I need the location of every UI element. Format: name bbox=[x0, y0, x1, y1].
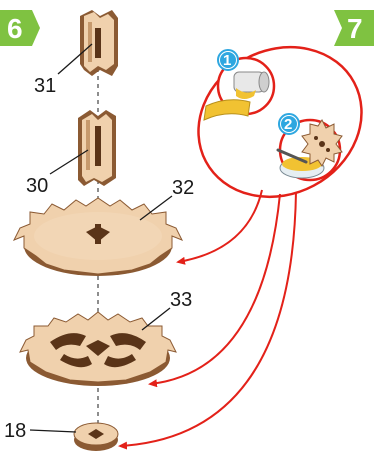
label-part-31: 31 bbox=[34, 75, 56, 97]
callout-marker-1: 1 bbox=[218, 50, 238, 70]
part-18-ring bbox=[74, 423, 118, 451]
arrow-to-part-32 bbox=[178, 190, 262, 262]
part-31-block bbox=[80, 10, 118, 76]
label-part-33: 33 bbox=[170, 289, 192, 311]
label-part-30: 30 bbox=[26, 175, 48, 197]
step-6-number: 6 bbox=[7, 13, 23, 44]
label-part-18: 18 bbox=[4, 420, 26, 442]
detail-1-glue bbox=[204, 58, 274, 120]
part-32-gear bbox=[14, 198, 182, 276]
label-part-32: 32 bbox=[172, 177, 194, 199]
step-6-badge: 6 bbox=[0, 10, 40, 46]
instruction-callout: 1 2 bbox=[172, 19, 374, 225]
part-30-post bbox=[78, 110, 116, 186]
callout-number-1: 1 bbox=[223, 52, 231, 69]
part-33-gear bbox=[20, 312, 176, 386]
callout-number-2: 2 bbox=[284, 116, 292, 133]
callout-marker-2: 2 bbox=[279, 114, 299, 134]
step-7-number: 7 bbox=[347, 13, 363, 44]
step-7-badge: 7 bbox=[334, 10, 374, 46]
